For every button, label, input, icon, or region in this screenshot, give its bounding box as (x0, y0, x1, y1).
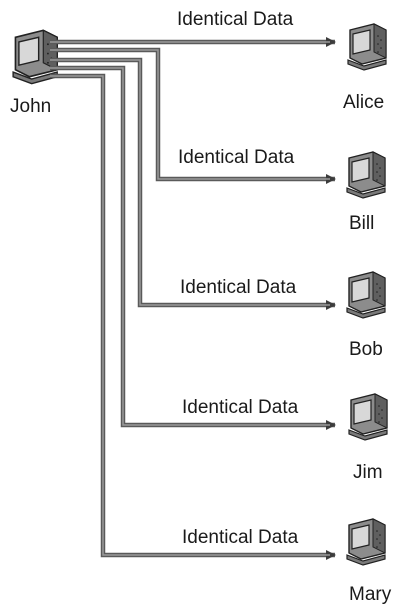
jim-computer-icon (348, 393, 388, 441)
mary-computer-icon (346, 518, 386, 566)
recipient-name-jim: Jim (353, 462, 383, 483)
recipient-name-alice: Alice (343, 92, 384, 113)
data-label-bob: Identical Data (180, 277, 297, 298)
data-label-mary: Identical Data (182, 527, 299, 548)
sender-name: John (10, 96, 51, 117)
data-label-jim: Identical Data (182, 397, 299, 418)
connection-to-jim (50, 65, 336, 430)
connection-highlights (50, 41, 330, 556)
recipient-name-mary: Mary (349, 584, 392, 605)
data-label-alice: Identical Data (177, 9, 294, 30)
bill-computer-icon (346, 151, 386, 199)
bob-computer-icon (346, 271, 386, 319)
recipient-name-bob: Bob (349, 339, 383, 360)
connection-to-bob (50, 57, 336, 310)
connection-lines (50, 37, 336, 560)
recipient-name-bill: Bill (349, 213, 374, 234)
data-label-bill: Identical Data (178, 147, 295, 168)
alice-computer-icon (347, 23, 387, 71)
